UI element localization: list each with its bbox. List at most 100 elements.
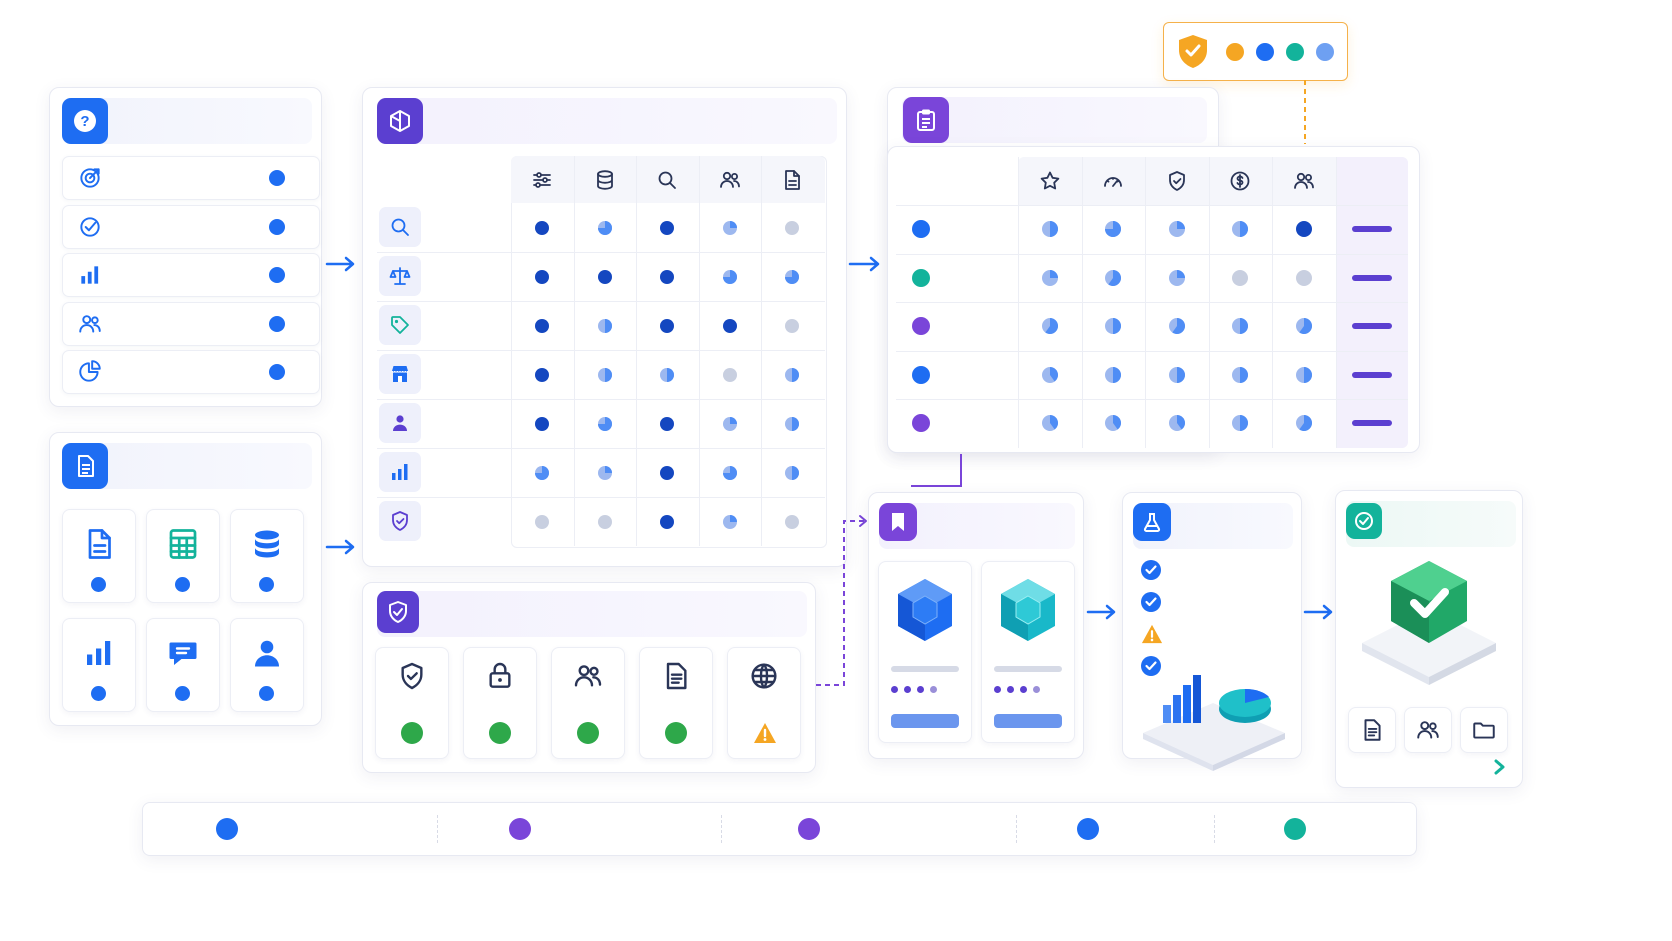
score-dot (1209, 399, 1273, 448)
bookmark-icon (879, 503, 917, 541)
score-dot (1018, 205, 1082, 254)
score-dot (761, 497, 824, 546)
svg-text:?: ? (80, 113, 89, 130)
compliance-check[interactable] (375, 647, 449, 759)
score-dot (1018, 254, 1082, 303)
candidate-card[interactable] (981, 561, 1075, 743)
total-score-bar (1351, 371, 1392, 378)
score-dot (761, 350, 824, 399)
score-dot (699, 448, 762, 497)
gauge-icon[interactable] (1082, 157, 1146, 205)
row-divider (896, 399, 1408, 400)
badge-dot (1256, 43, 1274, 61)
database-icon (249, 526, 285, 562)
criterion-scale-icon[interactable] (379, 256, 421, 296)
objective-row[interactable] (62, 205, 320, 249)
user-icon (249, 635, 285, 671)
validation-panel (1122, 492, 1302, 771)
score-dot (699, 497, 762, 546)
dollar-icon[interactable] (1209, 157, 1273, 205)
score-dot (761, 252, 824, 301)
compliance-check[interactable] (551, 647, 625, 759)
score-dot (699, 252, 762, 301)
total-score-bar (1351, 274, 1392, 281)
status-dot (269, 364, 285, 380)
objective-row[interactable] (62, 253, 320, 297)
row-divider (377, 448, 825, 449)
warning-icon (1140, 623, 1164, 645)
arrow-right-icon (848, 256, 880, 272)
globe-icon (748, 660, 780, 692)
shortlist-panel (868, 492, 1084, 759)
criterion-store-icon[interactable] (379, 354, 421, 394)
row-divider (377, 497, 825, 498)
output-tile[interactable] (1460, 707, 1508, 753)
star-icon[interactable] (1018, 157, 1082, 205)
column-divider (636, 156, 637, 546)
score-dot (1082, 399, 1146, 448)
compliance-check[interactable] (727, 647, 801, 759)
approved-shield-illustration (1362, 561, 1496, 685)
compliance-check[interactable] (639, 647, 713, 759)
column-divider (761, 156, 762, 546)
legend-dot (1077, 818, 1099, 840)
badge-dot (1286, 43, 1304, 61)
data-source-tile[interactable] (230, 509, 304, 603)
objective-row[interactable] (62, 350, 320, 394)
score-dot (511, 350, 574, 399)
criterion-user-icon[interactable] (379, 403, 421, 443)
users-icon[interactable] (1272, 157, 1336, 205)
data-source-tile[interactable] (146, 509, 220, 603)
score-dot (1082, 254, 1146, 303)
matrix-header-row (511, 156, 825, 203)
data-source-tile[interactable] (146, 618, 220, 712)
data-source-tile[interactable] (230, 618, 304, 712)
database-icon[interactable] (574, 156, 637, 203)
data-source-tile[interactable] (62, 509, 136, 603)
objective-row[interactable] (62, 156, 320, 200)
card-line (994, 666, 1062, 672)
candidate-card[interactable] (878, 561, 972, 743)
score-dot (1145, 351, 1209, 400)
score-dot (636, 350, 699, 399)
score-dot (511, 252, 574, 301)
users-icon[interactable] (699, 156, 762, 203)
output-tile[interactable] (1404, 707, 1452, 753)
score-dot (574, 203, 637, 252)
option-status-dot (912, 220, 930, 238)
cube-icon (377, 98, 423, 144)
legend-divider (1214, 815, 1215, 843)
row-divider (896, 253, 1408, 255)
score-dot (699, 350, 762, 399)
search-icon[interactable] (636, 156, 699, 203)
score-dot (1272, 254, 1336, 303)
criterion-bar-chart-icon[interactable] (379, 452, 421, 492)
score-dot (761, 301, 824, 350)
objective-row[interactable] (62, 302, 320, 346)
criterion-tag-icon[interactable] (379, 305, 421, 345)
lock-icon (484, 660, 516, 692)
sliders-icon[interactable] (511, 156, 574, 203)
shield-icon (377, 591, 419, 633)
shield-icon[interactable] (1145, 157, 1209, 205)
compliance-check[interactable] (463, 647, 537, 759)
card-dots (994, 686, 1040, 693)
score-dot (636, 203, 699, 252)
data-source-tile[interactable] (62, 618, 136, 712)
row-divider (896, 302, 1408, 303)
output-tile[interactable] (1348, 707, 1396, 753)
criterion-search-icon[interactable] (379, 207, 421, 247)
status-dot (269, 170, 285, 186)
score-dot (1209, 351, 1273, 400)
dashed-connector (1304, 80, 1306, 144)
objectives-panel: ? (49, 87, 322, 407)
criterion-shield-icon[interactable] (379, 501, 421, 541)
score-dot (1209, 302, 1273, 351)
status-dot (269, 316, 285, 332)
score-dot (1018, 302, 1082, 351)
score-dot (699, 203, 762, 252)
score-dot (1209, 254, 1273, 303)
row-divider (896, 350, 1408, 352)
file-icon[interactable] (761, 156, 824, 203)
score-dot (636, 301, 699, 350)
